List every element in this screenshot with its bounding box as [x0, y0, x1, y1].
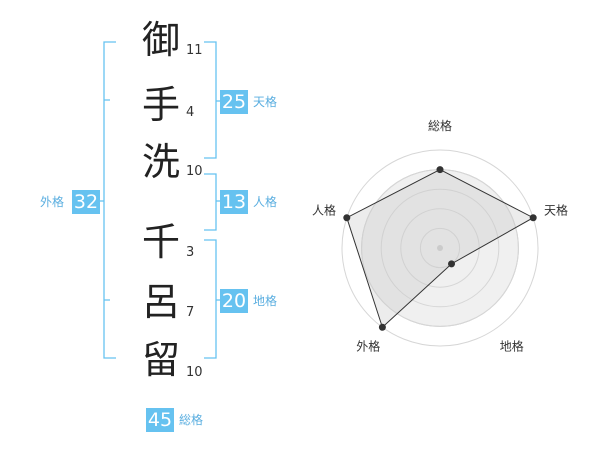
- radar-ring-inner-3: [380, 188, 500, 308]
- gaikaku-bracket: [103, 41, 116, 359]
- chikaku-value: 20: [220, 289, 248, 313]
- stroke-count-4: 3: [186, 245, 195, 260]
- name-char-6: 留: [141, 338, 180, 382]
- stroke-count-1: 11: [186, 43, 203, 58]
- jinkaku-value: 13: [220, 190, 248, 214]
- name-char-2: 手: [141, 83, 180, 127]
- gaikaku-label: 外格: [40, 195, 65, 209]
- stroke-count-2: 4: [186, 105, 195, 120]
- name-char-5: 呂: [141, 280, 180, 324]
- radar-axis-label-3: 地格: [500, 339, 524, 354]
- tenkaku-label: 天格: [253, 95, 278, 109]
- stroke-count-5: 7: [186, 305, 195, 320]
- gaikaku-value: 32: [72, 190, 100, 214]
- soukaku-value: 45: [146, 408, 174, 432]
- radar-center-dot: [437, 245, 443, 251]
- name-char-4: 千: [141, 220, 180, 264]
- radar-point-4: [378, 323, 386, 331]
- radar-axis-label-1: 総格: [428, 118, 452, 133]
- radar-point-1: [436, 166, 444, 174]
- stroke-count-3: 10: [186, 164, 203, 179]
- radar-axis-label-2: 天格: [544, 202, 568, 217]
- jinkaku-label: 人格: [253, 195, 278, 209]
- radar-axis-label-5: 人格: [312, 202, 336, 217]
- chikaku-label: 地格: [253, 294, 278, 308]
- radar-point-2: [529, 214, 537, 222]
- tenkaku-value: 25: [220, 90, 248, 114]
- radar-point-3: [448, 260, 456, 268]
- radar-axis-label-4: 外格: [356, 339, 380, 354]
- chikaku-bracket: [204, 239, 217, 359]
- soukaku-label: 総格: [179, 413, 204, 427]
- stroke-count-6: 10: [186, 365, 203, 380]
- name-char-3: 洗: [141, 140, 180, 184]
- tenkaku-bracket: [204, 41, 217, 159]
- radar-point-5: [343, 214, 351, 222]
- radar-polygon: [346, 169, 535, 329]
- name-char-1: 御: [141, 18, 180, 62]
- jinkaku-bracket: [204, 173, 217, 231]
- radar-ring-inner-1: [419, 227, 461, 269]
